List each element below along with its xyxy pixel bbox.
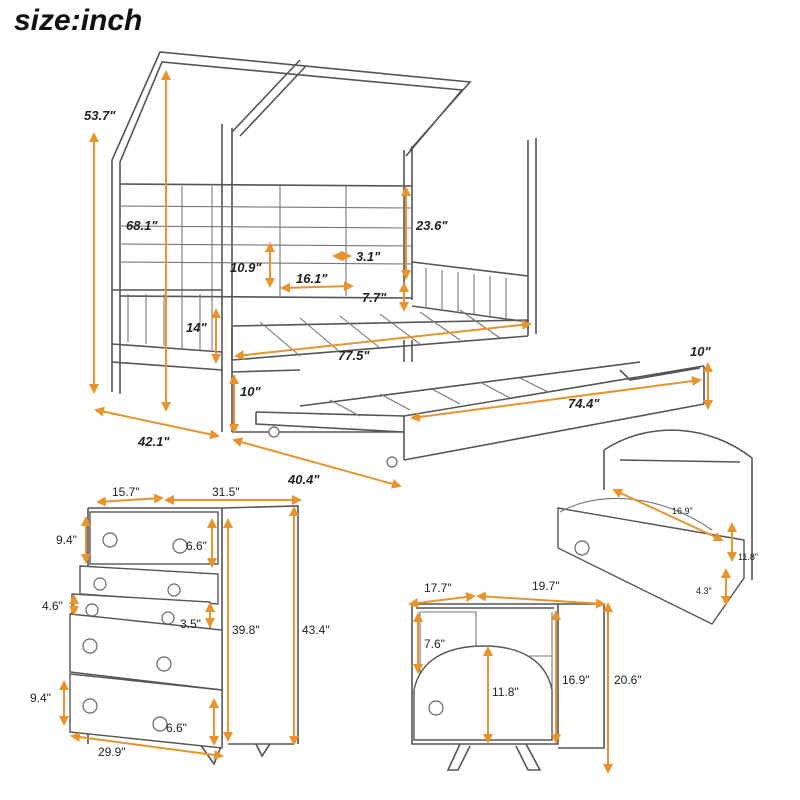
- drawer-knob: [85, 603, 99, 617]
- chest-bottom-drawer-height-label: 9.4": [30, 691, 51, 705]
- bed-slat-gap-label: 3.1": [356, 249, 381, 264]
- drawer-knob: [102, 532, 118, 548]
- drawer-front-height-label: 4.3": [696, 586, 712, 596]
- nightstand-body-height-label: 16.9": [562, 673, 590, 687]
- bed-headboard-height-label: 68.1": [126, 218, 158, 233]
- bed-slat-deck: [231, 309, 529, 362]
- drawer-knob: [152, 716, 168, 732]
- drawer-knob: [428, 700, 444, 716]
- chest-of-drawers: [69, 505, 299, 766]
- trundle-bed: [231, 361, 705, 468]
- drawer-knob: [82, 638, 98, 654]
- chest-body-height-label: 39.8": [232, 623, 260, 637]
- drawer-depth-label: 16.9": [672, 506, 693, 516]
- trundle-height-label: 10": [690, 344, 711, 359]
- chest-drawer: [79, 565, 219, 605]
- chest-small-drawer-height-label: 4.6": [42, 599, 63, 613]
- nightstand-drawer-detail: [557, 429, 753, 625]
- nightstand-drawer-height-label: 11.8": [492, 685, 519, 699]
- drawer-knob: [574, 540, 590, 556]
- dimension-lines: [59, 70, 737, 774]
- bed-total-height-label: 53.7": [84, 108, 116, 123]
- page-title: size:inch: [14, 4, 143, 37]
- bed-length-label: 77.5": [338, 348, 370, 363]
- house-bed: [111, 51, 705, 468]
- bed-rail-gap-label: 10.9": [230, 260, 262, 275]
- chest-depth-label: 15.7": [112, 485, 140, 499]
- trundle-caster: [386, 456, 398, 468]
- drawer-inner-height-label: 11.8": [738, 552, 758, 562]
- bed-panel-height-label: 23.6": [415, 218, 448, 233]
- drawer-knob: [156, 656, 172, 672]
- drawer-knob: [93, 577, 107, 591]
- bed-rail-height-label: 7.7": [362, 290, 387, 305]
- dimension-labels: 53.7" 68.1" 23.6" 3.1" 10.9" 16.1" 7.7" …: [30, 108, 758, 759]
- chest-total-height-label: 43.4": [302, 623, 330, 637]
- bed-deck-height-label: 14": [186, 320, 207, 335]
- bed-slat-span-label: 16.1": [296, 271, 328, 286]
- chest-knob-offset-small-label: 3.5": [180, 617, 201, 631]
- nightstand-total-height-label: 20.6": [614, 673, 642, 687]
- bed-right-guardrail: [411, 261, 529, 323]
- nightstand-width-label: 19.7": [532, 579, 560, 593]
- trundle-caster: [268, 426, 280, 438]
- drawer-knob: [82, 698, 98, 714]
- trundle-length-label: 74.4": [568, 396, 600, 411]
- nightstand-depth-label: 17.7": [424, 581, 452, 595]
- drawer-knob: [167, 583, 181, 597]
- bed-roof-frame: [111, 51, 472, 163]
- bed-headboard-panel: [119, 183, 413, 299]
- bed-clearance-label: 10": [240, 384, 261, 399]
- bed-width-label: 42.1": [137, 434, 170, 449]
- chest-top-drawer-height-label: 9.4": [56, 533, 77, 547]
- trundle-width-label: 40.4": [287, 472, 320, 487]
- chest-width-label: 31.5": [212, 485, 240, 499]
- chest-knob-offset-bottom-label: 6.6": [166, 721, 187, 735]
- nightstand-shelf-height-label: 7.6": [424, 637, 445, 651]
- drawer-knob: [161, 611, 175, 625]
- drawer-knob: [172, 538, 188, 554]
- chest-knob-offset-top-label: 6.6": [186, 539, 207, 553]
- chest-inner-width-label: 29.9": [98, 745, 126, 759]
- chest-drawer: [89, 511, 219, 565]
